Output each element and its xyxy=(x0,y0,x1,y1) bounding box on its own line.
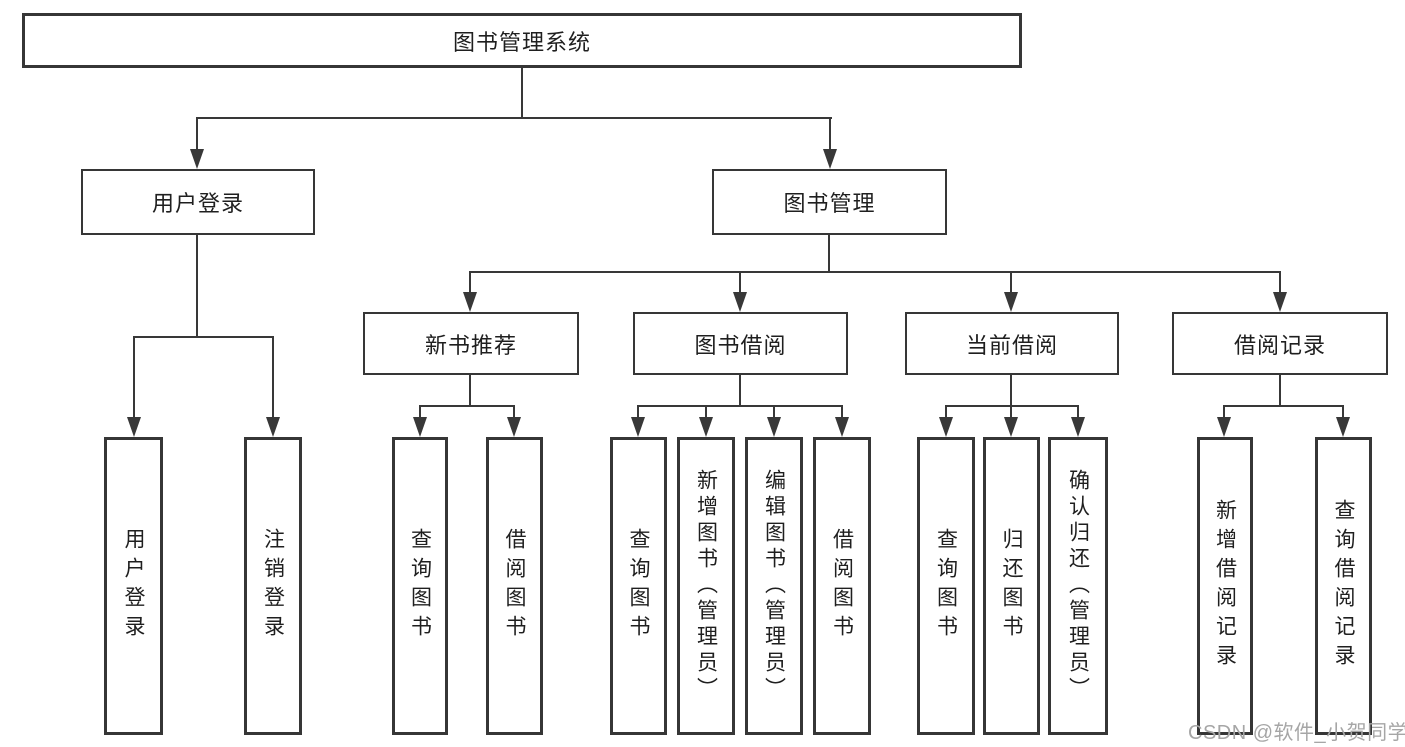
leaf-cb-confirm-return-admin-label: 确认归还（管理员） xyxy=(1066,469,1090,703)
connector-leaf-logout-stem xyxy=(272,336,274,419)
connector-br-leaf2-stem xyxy=(1342,405,1344,419)
arrow-to-borrow-records xyxy=(1273,292,1287,312)
connector-user-login-rail xyxy=(133,336,274,338)
node-book-borrowing-label: 图书借阅 xyxy=(694,332,787,358)
connector-leaf-login-stem xyxy=(133,336,135,419)
leaf-nb-query-books: 查询图书 xyxy=(392,437,448,735)
node-user-login-label: 用户登录 xyxy=(151,191,244,216)
leaf-user-login-label: 用户登录 xyxy=(122,528,145,644)
node-user-login: 用户登录 xyxy=(81,169,315,235)
connector-bb-leaf3-stem xyxy=(773,405,775,419)
connector-user-login-down xyxy=(196,235,198,338)
arrow-to-user-login xyxy=(190,149,204,169)
connector-book-mgmt-stem xyxy=(829,117,831,152)
arrow-to-new-books xyxy=(463,292,477,312)
arrow-bb-leaf3 xyxy=(767,417,781,437)
connector-book-borrow-stem xyxy=(739,271,741,295)
leaf-cb-return-books: 归还图书 xyxy=(983,437,1040,735)
leaf-bb-edit-books-admin-label: 编辑图书（管理员） xyxy=(762,469,786,703)
connector-book-borrow-rail xyxy=(637,405,843,407)
arrow-cb-leaf2 xyxy=(1004,417,1018,437)
connector-bb-leaf2-stem xyxy=(705,405,707,419)
arrow-bb-leaf1 xyxy=(631,417,645,437)
leaf-br-query-record-label: 查询借阅记录 xyxy=(1332,499,1355,673)
arrow-to-leaf-login xyxy=(127,417,141,437)
arrow-to-book-borrow xyxy=(733,292,747,312)
connector-new-books-rail xyxy=(419,405,515,407)
leaf-bb-borrow-books-label: 借阅图书 xyxy=(830,528,854,644)
arrow-to-current-borrow xyxy=(1004,292,1018,312)
connector-cb-leaf3-stem xyxy=(1077,405,1079,419)
arrow-cb-leaf3 xyxy=(1071,417,1085,437)
connector-bb-leaf4-stem xyxy=(841,405,843,419)
leaf-br-add-record-label: 新增借阅记录 xyxy=(1213,499,1237,673)
node-book-management: 图书管理 xyxy=(712,169,947,235)
leaf-cb-query-books-label: 查询图书 xyxy=(934,528,958,644)
leaf-nb-borrow-books-label: 借阅图书 xyxy=(503,528,526,644)
leaf-user-login: 用户登录 xyxy=(104,437,163,735)
arrow-nb-leaf2 xyxy=(507,417,521,437)
connector-nb-leaf2-stem xyxy=(513,405,515,419)
leaf-bb-query-books: 查询图书 xyxy=(610,437,667,735)
arrow-cb-leaf1 xyxy=(939,417,953,437)
node-new-book-recommend-label: 新书推荐 xyxy=(424,332,517,358)
leaf-logout-label: 注销登录 xyxy=(261,528,285,644)
node-new-book-recommend: 新书推荐 xyxy=(363,312,579,375)
leaf-cb-confirm-return-admin: 确认归还（管理员） xyxy=(1048,437,1108,735)
leaf-cb-return-books-label: 归还图书 xyxy=(1000,528,1023,644)
connector-bb-leaf1-stem xyxy=(637,405,639,419)
connector-level3-rail xyxy=(469,271,1281,273)
connector-new-books-stem xyxy=(469,271,471,295)
connector-current-borrow-rail xyxy=(945,405,1079,407)
node-book-management-label: 图书管理 xyxy=(783,191,876,216)
leaf-bb-edit-books-admin: 编辑图书（管理员） xyxy=(745,437,803,735)
leaf-cb-query-books: 查询图书 xyxy=(917,437,975,735)
leaf-nb-query-books-label: 查询图书 xyxy=(408,528,432,644)
arrow-bb-leaf4 xyxy=(835,417,849,437)
node-book-borrowing: 图书借阅 xyxy=(633,312,848,375)
connector-current-borrow-down xyxy=(1010,375,1012,407)
leaf-logout: 注销登录 xyxy=(244,437,302,735)
leaf-nb-borrow-books: 借阅图书 xyxy=(486,437,543,735)
leaf-bb-query-books-label: 查询图书 xyxy=(627,528,650,644)
connector-current-borrow-stem xyxy=(1010,271,1012,295)
connector-book-mgmt-down xyxy=(828,235,830,273)
watermark: CSDN @软件_小贺同学 xyxy=(1188,722,1405,744)
leaf-br-query-record: 查询借阅记录 xyxy=(1315,437,1372,735)
connector-cb-leaf1-stem xyxy=(945,405,947,419)
leaf-bb-add-books-admin: 新增图书（管理员） xyxy=(677,437,735,735)
node-current-borrowing: 当前借阅 xyxy=(905,312,1119,375)
leaf-br-add-record: 新增借阅记录 xyxy=(1197,437,1253,735)
connector-borrow-records-rail xyxy=(1223,405,1344,407)
node-library-system-label: 图书管理系统 xyxy=(452,29,591,55)
arrow-to-book-mgmt xyxy=(823,149,837,169)
connector-book-borrow-down xyxy=(739,375,741,407)
arrow-bb-leaf2 xyxy=(699,417,713,437)
leaf-bb-borrow-books: 借阅图书 xyxy=(813,437,871,735)
connector-root-stem xyxy=(521,68,523,118)
leaf-bb-add-books-admin-label: 新增图书（管理员） xyxy=(694,469,718,703)
connector-borrow-records-down xyxy=(1279,375,1281,407)
connector-new-books-down xyxy=(469,375,471,407)
connector-br-leaf1-stem xyxy=(1223,405,1225,419)
connector-level2-rail xyxy=(196,117,832,119)
node-borrow-records-label: 借阅记录 xyxy=(1233,332,1326,358)
arrow-br-leaf2 xyxy=(1336,417,1350,437)
arrow-to-leaf-logout xyxy=(266,417,280,437)
connector-borrow-records-stem xyxy=(1279,271,1281,295)
arrow-br-leaf1 xyxy=(1217,417,1231,437)
node-borrow-records: 借阅记录 xyxy=(1172,312,1388,375)
node-library-system: 图书管理系统 xyxy=(22,13,1022,68)
node-current-borrowing-label: 当前借阅 xyxy=(965,332,1058,358)
connector-nb-leaf1-stem xyxy=(419,405,421,419)
arrow-nb-leaf1 xyxy=(413,417,427,437)
connector-cb-leaf2-stem xyxy=(1010,405,1012,419)
connector-user-login-stem xyxy=(196,117,198,152)
